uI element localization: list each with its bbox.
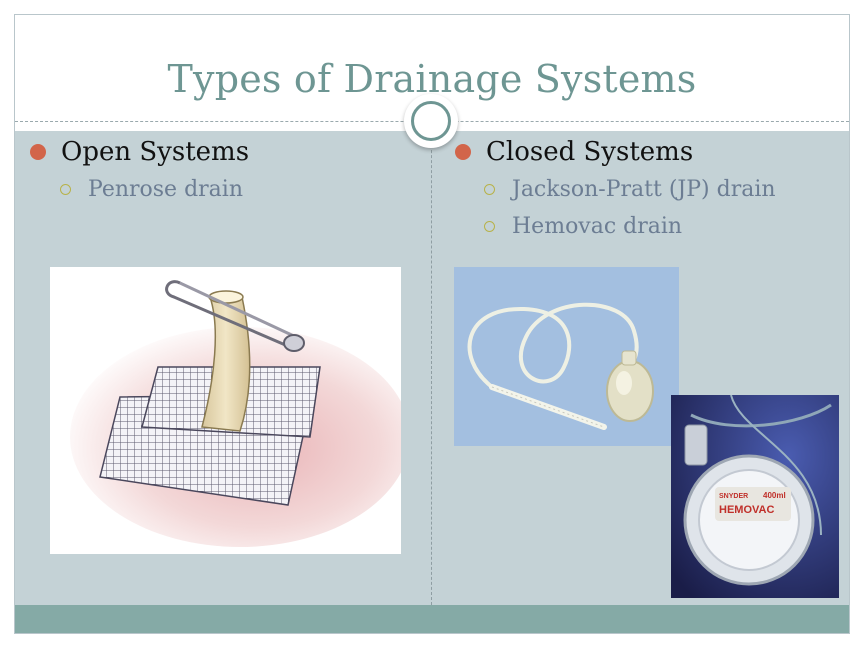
jp-drain-label: Jackson-Pratt (JP) drain <box>512 177 776 202</box>
bullet-closed-systems: Closed Systems <box>455 137 693 167</box>
closed-systems-heading: Closed Systems <box>486 137 694 167</box>
hemovac-brand-text: SNYDER <box>719 493 748 500</box>
footer-bar <box>15 605 849 633</box>
open-systems-heading: Open Systems <box>61 137 250 167</box>
ring-ornament-icon <box>404 94 458 148</box>
hemovac-volume-text: 400ml <box>763 491 786 500</box>
sub-bullet-jp: Jackson-Pratt (JP) drain <box>484 177 776 202</box>
bullet-dot-icon <box>30 144 46 160</box>
sub-bullet-circle-icon <box>60 184 71 195</box>
sub-bullet-penrose: Penrose drain <box>60 177 243 202</box>
hemovac-label-text: HEMOVAC <box>719 504 774 516</box>
sub-bullet-hemovac: Hemovac drain <box>484 214 682 239</box>
bullet-open-systems: Open Systems <box>30 137 249 167</box>
sub-bullet-circle-icon <box>484 184 495 195</box>
bullet-dot-icon <box>455 144 471 160</box>
penrose-label: Penrose drain <box>88 177 243 202</box>
hemovac-drain-image: SNYDER HEMOVAC 400ml <box>671 395 839 598</box>
hemovac-drain-label: Hemovac drain <box>512 214 683 239</box>
sub-bullet-circle-icon <box>484 221 495 232</box>
penrose-drain-image <box>50 267 401 554</box>
jp-drain-image <box>454 267 679 446</box>
slide-title: Types of Drainage Systems <box>167 57 697 101</box>
column-divider <box>431 135 432 605</box>
